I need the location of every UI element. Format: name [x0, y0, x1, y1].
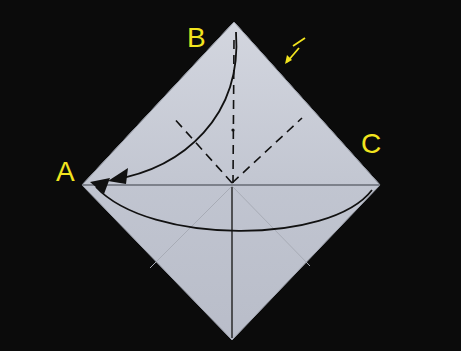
corner-label: B	[187, 24, 206, 52]
corner-label: C	[361, 130, 381, 158]
corner-label: A	[56, 158, 75, 186]
